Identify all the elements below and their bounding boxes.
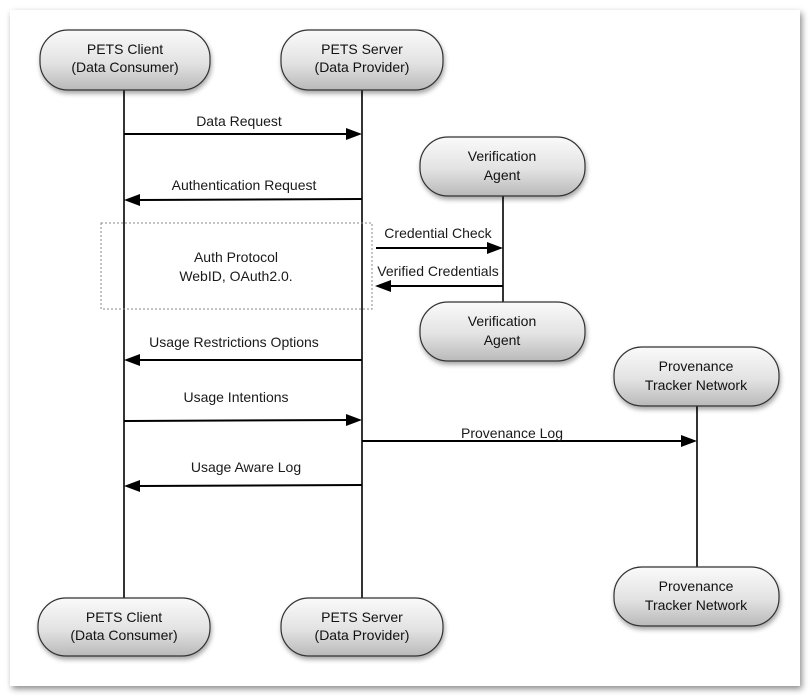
svg-text:Tracker Network: Tracker Network <box>645 597 748 613</box>
provenance-tracker-top-node: Provenance Tracker Network <box>613 346 780 407</box>
message-provenance-log: Provenance Log <box>362 425 697 447</box>
message-label: Provenance Log <box>461 425 563 441</box>
pets-server-bottom-node: PETS Server (Data Provider) <box>280 597 444 657</box>
svg-text:Verification: Verification <box>468 313 536 329</box>
svg-text:Provenance: Provenance <box>659 578 734 594</box>
svg-text:(Data Consumer): (Data Consumer) <box>71 59 178 75</box>
pets-client-top-node: PETS Client (Data Consumer) <box>39 29 211 91</box>
message-label: Usage Restrictions Options <box>149 334 319 350</box>
svg-text:PETS Client: PETS Client <box>87 41 163 57</box>
message-label: Usage Aware Log <box>191 459 301 475</box>
provenance-tracker-bottom-node: Provenance Tracker Network <box>613 566 780 627</box>
auth-protocol-label: Auth Protocol <box>194 249 278 265</box>
message-usage-intentions: Usage Intentions <box>123 389 362 426</box>
auth-protocol-methods: WebID, OAuth2.0. <box>179 268 292 284</box>
verification-agent-bottom-node: Verification Agent <box>419 301 586 362</box>
svg-text:(Data Provider): (Data Provider) <box>315 627 410 643</box>
svg-text:PETS Server: PETS Server <box>321 609 403 625</box>
message-label: Usage Intentions <box>183 389 288 405</box>
pets-server-top-node: PETS Server (Data Provider) <box>280 29 444 91</box>
pets-client-bottom-node: PETS Client (Data Consumer) <box>37 597 211 657</box>
svg-text:Agent: Agent <box>484 167 521 183</box>
svg-text:Verification: Verification <box>468 148 536 164</box>
auth-protocol-box <box>100 222 373 310</box>
svg-text:PETS Server: PETS Server <box>321 41 403 57</box>
svg-text:(Data Provider): (Data Provider) <box>315 59 410 75</box>
message-label: Data Request <box>196 113 282 129</box>
message-credential-check: Credential Check <box>376 225 503 254</box>
message-usage-restrictions-options: Usage Restrictions Options <box>124 334 362 366</box>
svg-text:PETS Client: PETS Client <box>86 609 162 625</box>
svg-text:(Data Consumer): (Data Consumer) <box>70 627 177 643</box>
message-label: Authentication Request <box>172 177 317 193</box>
svg-text:Agent: Agent <box>484 332 521 348</box>
message-usage-aware-log: Usage Aware Log <box>124 459 363 492</box>
svg-text:Provenance: Provenance <box>659 358 734 374</box>
message-data-request: Data Request <box>124 113 362 140</box>
message-label: Credential Check <box>384 225 492 241</box>
svg-text:Tracker Network: Tracker Network <box>645 377 748 393</box>
message-verified-credentials: Verified Credentials <box>375 263 503 292</box>
message-label: Verified Credentials <box>377 263 498 279</box>
verification-agent-top-node: Verification Agent <box>419 136 586 197</box>
message-authentication-request: Authentication Request <box>124 177 363 206</box>
